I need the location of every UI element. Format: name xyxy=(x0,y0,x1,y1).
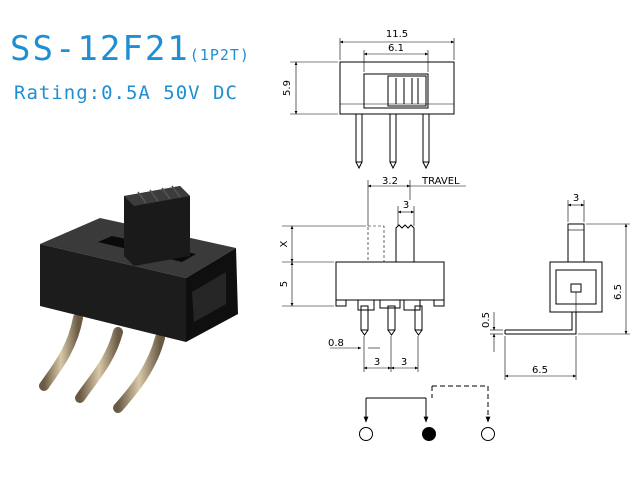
rating-text: Rating:0.5A 50V DC xyxy=(14,82,238,104)
terminal-1-icon xyxy=(359,427,373,441)
pitch-left-label: 3 xyxy=(374,357,380,368)
common-terminal-icon xyxy=(422,427,436,441)
side-actuator-width-label: 3 xyxy=(573,193,579,204)
side-view-drawing: 3 6.5 0.5 6.5 xyxy=(481,193,630,380)
top-height-label: 5.9 xyxy=(282,80,293,96)
actuator-height-label: X xyxy=(279,240,290,247)
pin-length-label: 6.5 xyxy=(532,365,548,376)
travel-label: TRAVEL xyxy=(421,176,460,187)
pitch-right-label: 3 xyxy=(401,357,407,368)
switch-photo xyxy=(39,185,238,413)
model-title: SS-12F21(1P2T) xyxy=(10,32,250,66)
front-view-drawing: 3.2 TRAVEL 3 X 5 0.8 xyxy=(279,176,466,372)
circuit-schematic xyxy=(359,385,495,441)
travel-value-label: 3.2 xyxy=(382,176,398,187)
body-height-label: 5 xyxy=(279,281,290,287)
overall-width-label: 11.5 xyxy=(386,29,408,40)
slot-width-label: 6.1 xyxy=(388,43,404,54)
side-height-label: 6.5 xyxy=(613,284,624,300)
pin-thickness-label: 0.5 xyxy=(481,312,492,328)
pin-width-label: 0.8 xyxy=(328,338,344,349)
top-view-drawing: 11.5 6.1 5.9 xyxy=(282,29,455,170)
actuator-width-label: 3 xyxy=(403,200,409,211)
pole-config: (1P2T) xyxy=(189,46,250,64)
terminal-2-icon xyxy=(481,427,495,441)
model-number: SS-12F21 xyxy=(10,29,190,69)
